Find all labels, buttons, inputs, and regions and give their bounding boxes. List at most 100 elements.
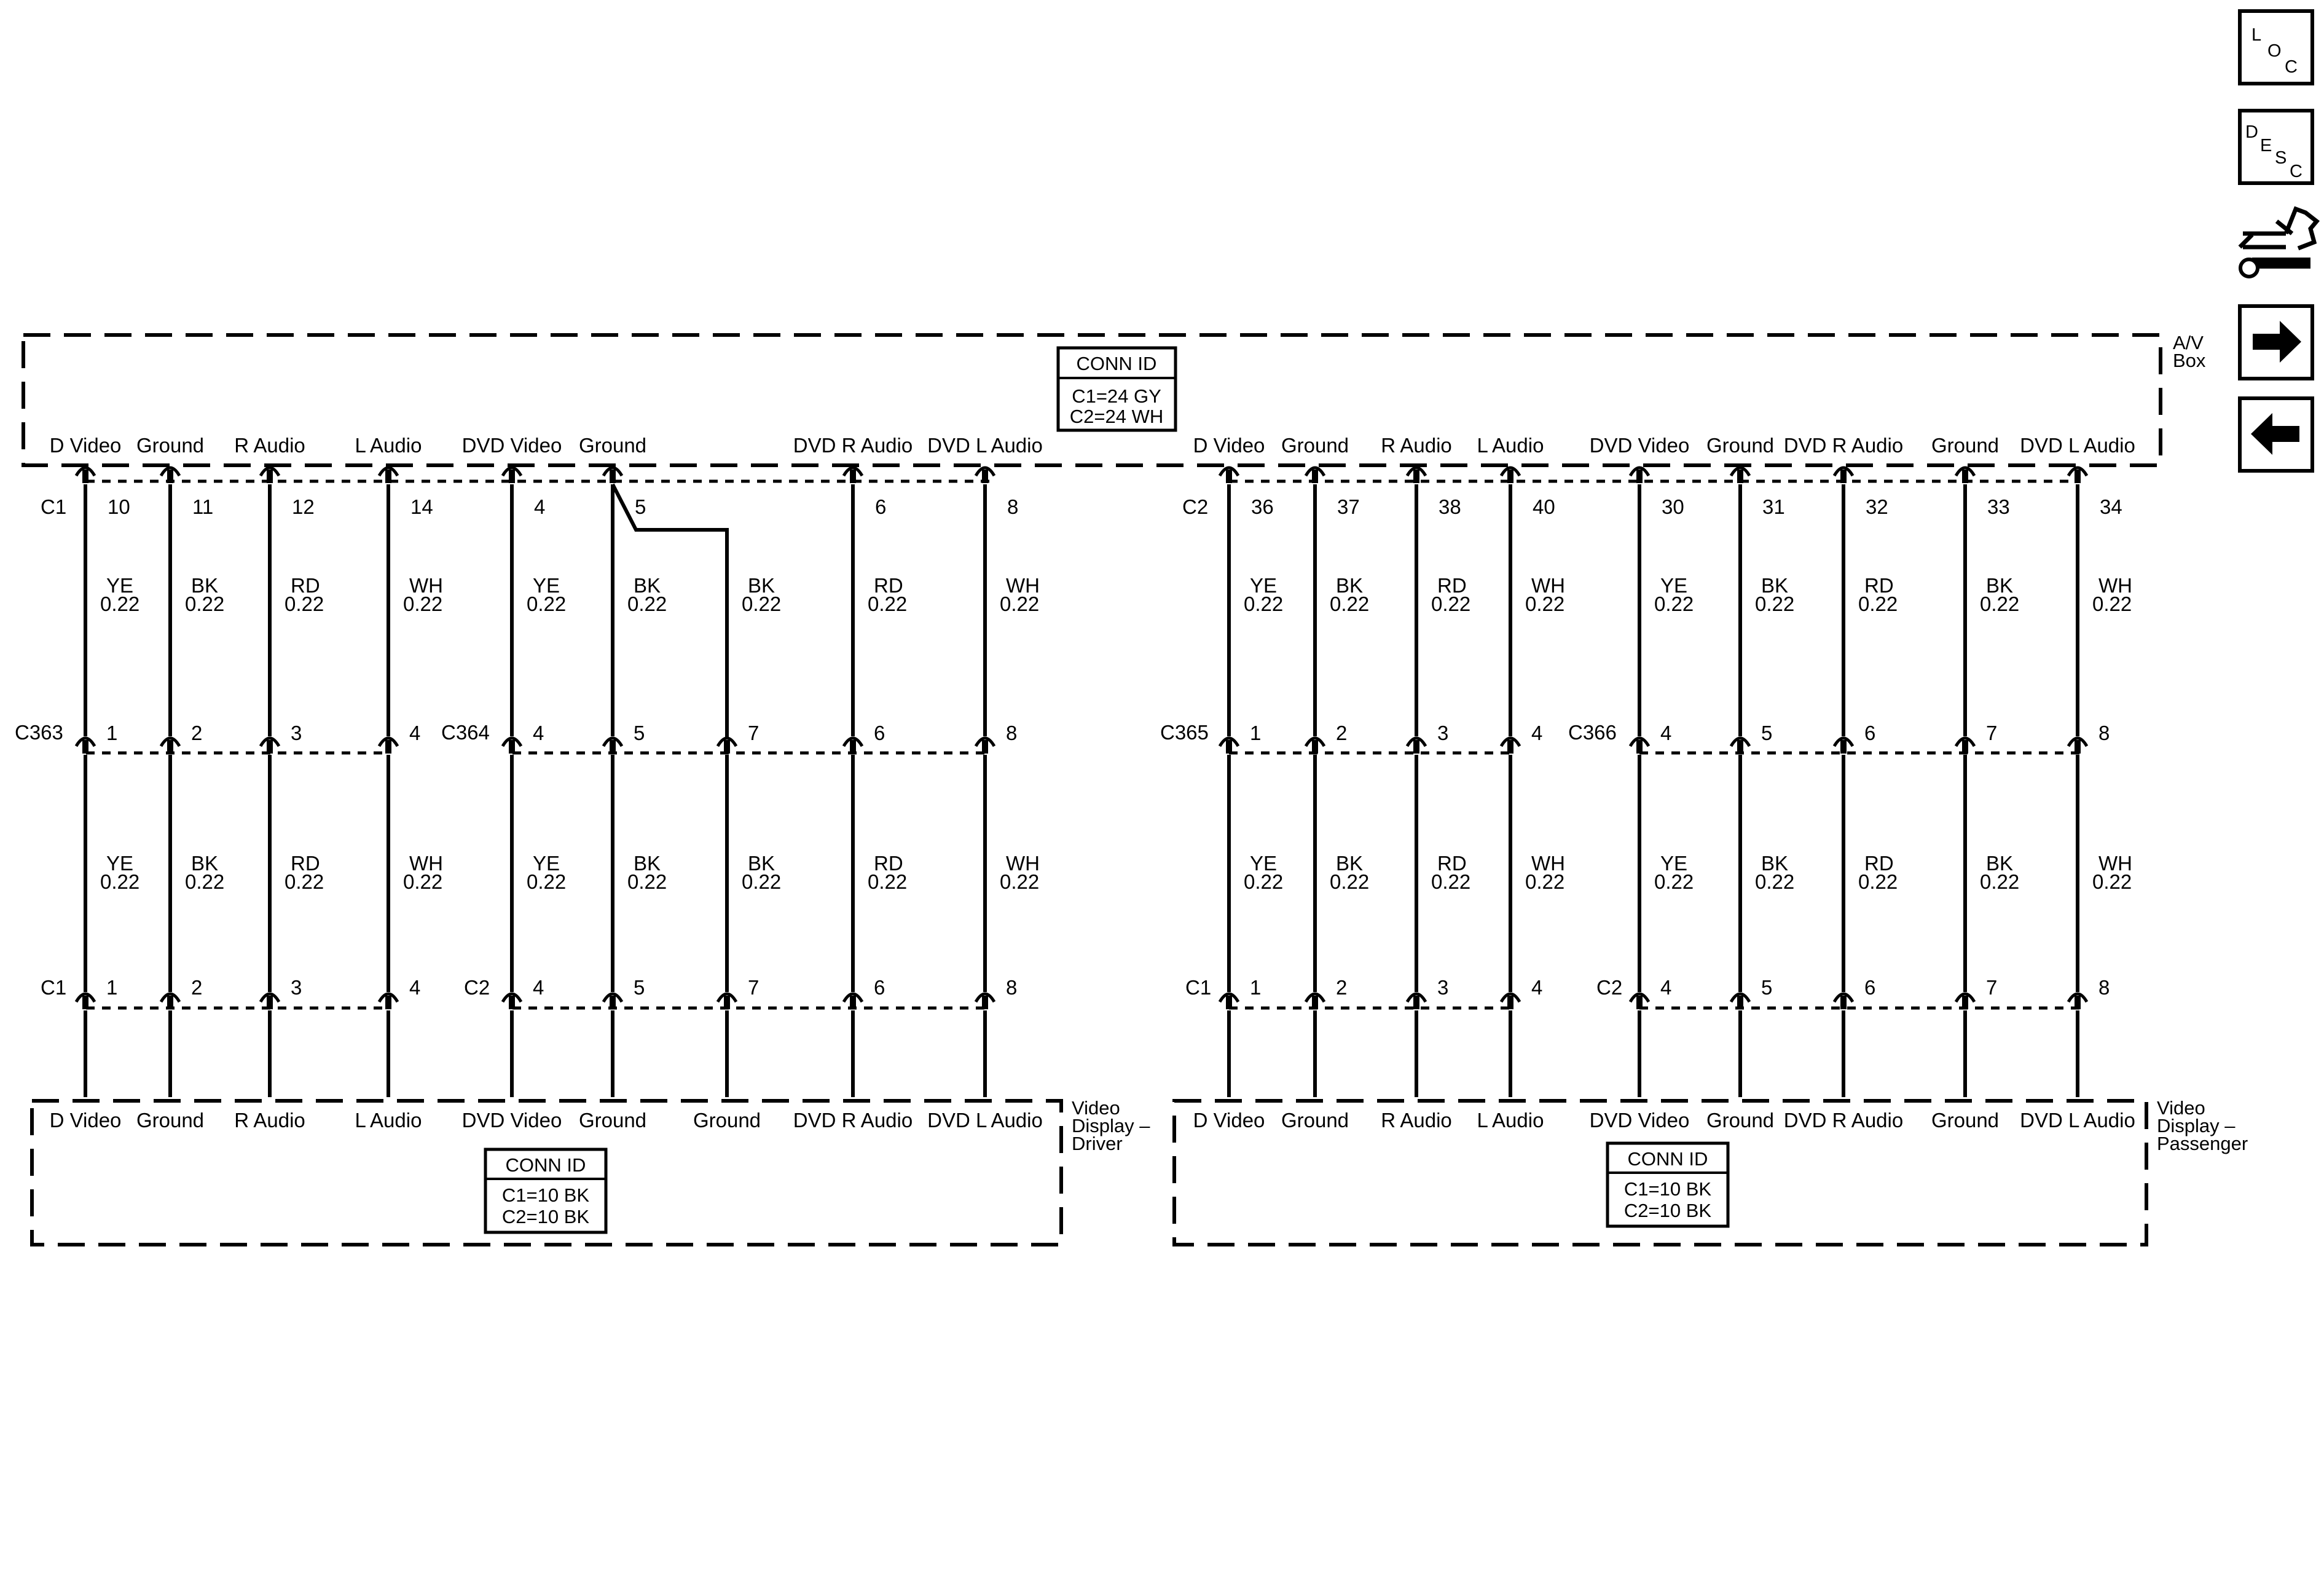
- wire-color: BK: [748, 574, 775, 597]
- connector-id-c363: C363: [15, 721, 63, 744]
- wire-color: RD: [291, 574, 320, 597]
- mid-terminal: [377, 736, 399, 747]
- wire-color: RD: [874, 574, 903, 597]
- top-terminal: [159, 466, 181, 477]
- top-terminal: [2067, 466, 2089, 477]
- mid-pin-number: 5: [1761, 722, 1772, 744]
- passenger-conn-id: CONN ID C1=10 BK C2=10 BK: [1606, 1141, 1730, 1228]
- wire-size: 0.22: [1654, 593, 1694, 615]
- mid-terminal-pin: [82, 740, 88, 754]
- top-terminal: [1832, 466, 1855, 477]
- bottom-pin-number: 2: [191, 976, 202, 999]
- svg-text:C2=10 BK: C2=10 BK: [1624, 1200, 1712, 1221]
- wire-color: YE: [1250, 574, 1277, 597]
- wire-color: YE: [1660, 574, 1687, 597]
- top-pin-number: 11: [192, 495, 213, 518]
- top-terminal-pin: [1737, 470, 1743, 483]
- connector-id-top-left: C1: [41, 495, 66, 518]
- top-terminal: [377, 466, 399, 477]
- wire-color: WH: [409, 852, 443, 875]
- mid-terminal-pin: [1312, 740, 1318, 754]
- top-pin-number: 4: [534, 495, 545, 518]
- mid-terminal-pin: [724, 740, 730, 754]
- wire-size: 0.22: [1755, 593, 1794, 615]
- top-terminal-pin: [1312, 470, 1318, 483]
- mid-terminal: [1832, 736, 1855, 747]
- bottom-terminal: [1405, 992, 1427, 1003]
- mid-pin-number: 6: [1864, 722, 1875, 744]
- arrow-right-icon[interactable]: [2238, 304, 2314, 380]
- bottom-pin-number: 1: [1250, 976, 1261, 999]
- top-terminal-pin: [610, 470, 616, 483]
- svg-text:C2=24 WH: C2=24 WH: [1070, 406, 1163, 427]
- bottom-terminal: [1499, 992, 1521, 1003]
- top-circuit-label: D Video: [1193, 434, 1265, 457]
- top-circuit-label: R Audio: [234, 434, 305, 457]
- wire-color: BK: [1761, 852, 1788, 875]
- top-terminal: [1499, 466, 1521, 477]
- top-circuit-label: L Audio: [1477, 434, 1544, 457]
- bottom-pin-number: 4: [409, 976, 420, 999]
- mid-pin-number: 7: [1986, 722, 1997, 744]
- circuit-wire: [1954, 466, 1976, 1097]
- top-circuit-label: DVD L Audio: [927, 434, 1043, 457]
- wire-size: 0.22: [627, 593, 667, 615]
- mid-terminal: [974, 736, 996, 747]
- wire-size: 0.22: [527, 593, 566, 615]
- mid-pin-number: 4: [409, 722, 420, 744]
- wire-color: YE: [1660, 852, 1687, 875]
- mid-pin-number: 1: [1250, 722, 1261, 744]
- mid-terminal: [1954, 736, 1976, 747]
- bottom-pin-number: 4: [1660, 976, 1671, 999]
- top-pin-number: 12: [292, 495, 315, 518]
- connector-wrench-icon[interactable]: [2238, 206, 2320, 278]
- wire-size: 0.22: [285, 593, 324, 615]
- mid-terminal: [1218, 736, 1240, 747]
- circuit-wire: [1405, 466, 1427, 1097]
- arrow-left-icon[interactable]: [2238, 396, 2314, 473]
- wire-color: YE: [106, 574, 133, 597]
- bottom-circuit-label: Ground: [1931, 1109, 1999, 1132]
- svg-text:CONN ID: CONN ID: [506, 1154, 586, 1176]
- top-terminal: [1628, 466, 1651, 477]
- top-terminal-pin: [509, 470, 515, 483]
- top-circuit-label: DVD R Audio: [1784, 434, 1903, 457]
- circuit-wire: [1729, 466, 1751, 1097]
- top-terminal-pin: [82, 470, 88, 483]
- wire-size: 0.22: [403, 870, 442, 893]
- bottom-circuit-label: Ground: [693, 1109, 761, 1132]
- top-pin-number: 40: [1533, 495, 1555, 518]
- bottom-terminal-pin: [610, 996, 616, 1009]
- top-circuit-label: D Video: [50, 434, 122, 457]
- wire-size: 0.22: [100, 593, 139, 615]
- desc-icon[interactable]: D E S C: [2238, 109, 2314, 185]
- wire-color: BK: [191, 574, 218, 597]
- av-box-conn-id: CONN ID C1=24 GY C2=24 WH: [1056, 346, 1177, 432]
- bottom-terminal-pin: [1413, 996, 1419, 1009]
- mid-pin-number: 2: [1336, 722, 1347, 744]
- bottom-circuit-label: DVD Video: [462, 1109, 562, 1132]
- connector-id-bottom-2: C2: [464, 976, 490, 999]
- wire-size: 0.22: [1244, 870, 1283, 893]
- svg-text:C: C: [2290, 162, 2302, 181]
- svg-text:C2=10 BK: C2=10 BK: [502, 1206, 590, 1227]
- bottom-terminal-pin: [982, 996, 988, 1009]
- wire-size: 0.22: [627, 870, 667, 893]
- loc-icon[interactable]: L O C: [2238, 9, 2314, 85]
- av-box-outline: [22, 333, 2162, 467]
- bottom-pin-number: 1: [106, 976, 117, 999]
- mid-terminal-pin: [1737, 740, 1743, 754]
- wire-color: BK: [1336, 852, 1363, 875]
- bottom-circuit-label: DVD L Audio: [2020, 1109, 2135, 1132]
- wire-size: 0.22: [1525, 593, 1564, 615]
- top-terminal: [1304, 466, 1326, 477]
- mid-terminal-pin: [1962, 740, 1968, 754]
- wire-size: 0.22: [100, 870, 139, 893]
- top-terminal-pin: [982, 470, 988, 483]
- mid-pin-number: 1: [106, 722, 117, 744]
- wire-color: WH: [1006, 852, 1040, 875]
- bottom-terminal: [1729, 992, 1751, 1003]
- bottom-terminal: [74, 992, 96, 1003]
- mid-terminal: [2067, 736, 2089, 747]
- connector-id-bottom-4: C2: [1596, 976, 1622, 999]
